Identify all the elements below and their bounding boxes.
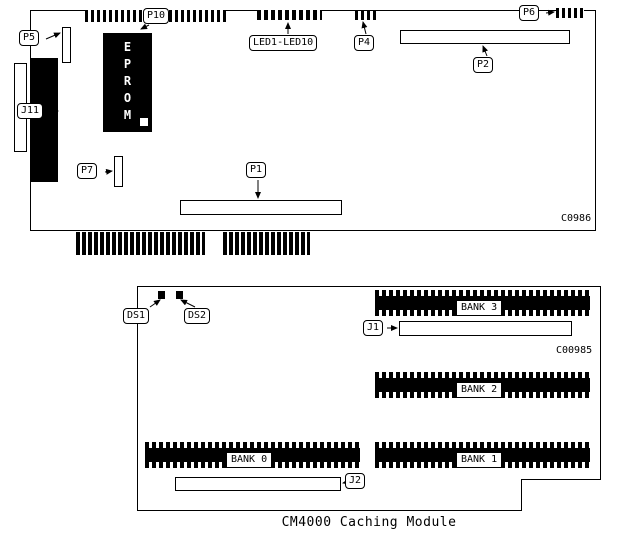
- callout-j2: J2: [345, 473, 366, 489]
- bank0-label: BANK 0: [226, 452, 273, 468]
- bank3-socket: BANK 3: [375, 290, 590, 316]
- j11-connector: [31, 58, 58, 182]
- bank0-socket: BANK 0: [145, 442, 360, 468]
- diagram-caption: CM4000 Caching Module: [281, 515, 457, 530]
- callout-led: LED1-LED10: [249, 35, 318, 51]
- bank2-socket-teeth-top: [375, 372, 590, 378]
- callout-p1: P1: [246, 162, 267, 178]
- bank1-socket-teeth-top: [375, 442, 590, 448]
- led-row: [257, 10, 322, 20]
- eprom-notch: [140, 118, 148, 126]
- ds2-led: [176, 291, 183, 299]
- eprom-chip: EPROM: [103, 33, 152, 132]
- bank1-socket: BANK 1: [375, 442, 590, 468]
- callout-p6: P6: [519, 5, 540, 21]
- p7-connector: [114, 156, 123, 187]
- callout-j1: J1: [363, 320, 384, 336]
- p5-connector: [62, 27, 71, 63]
- callout-p5: P5: [19, 30, 40, 46]
- callout-j11: J11: [17, 103, 44, 119]
- callout-p7: P7: [77, 163, 98, 179]
- p6-connector: [556, 8, 584, 18]
- ds1-led: [158, 291, 165, 299]
- bank2-label: BANK 2: [456, 382, 503, 398]
- j2-connector: [175, 477, 341, 491]
- bank3-label: BANK 3: [456, 300, 503, 316]
- top-board-code: C0986: [561, 213, 592, 224]
- j1-connector: [399, 321, 572, 336]
- bottom-board-code: C00985: [556, 345, 593, 356]
- bank1-label: BANK 1: [456, 452, 503, 468]
- edge-fingers-left: [76, 232, 205, 255]
- bottom-board-notch: [521, 479, 601, 511]
- callout-p10: P10: [143, 8, 170, 24]
- callout-p2: P2: [473, 57, 494, 73]
- bank2-socket: BANK 2: [375, 372, 590, 398]
- p2-connector: [400, 30, 570, 44]
- callout-p4: P4: [354, 35, 375, 51]
- edge-fingers-right: [223, 232, 310, 255]
- callout-ds2: DS2: [184, 308, 211, 324]
- callout-ds1: DS1: [123, 308, 150, 324]
- p1-connector: [180, 200, 342, 215]
- bank3-socket-teeth-top: [375, 290, 590, 296]
- p4-connector: [355, 11, 378, 20]
- bank0-socket-teeth-top: [145, 442, 360, 448]
- eprom-label: EPROM: [120, 40, 135, 125]
